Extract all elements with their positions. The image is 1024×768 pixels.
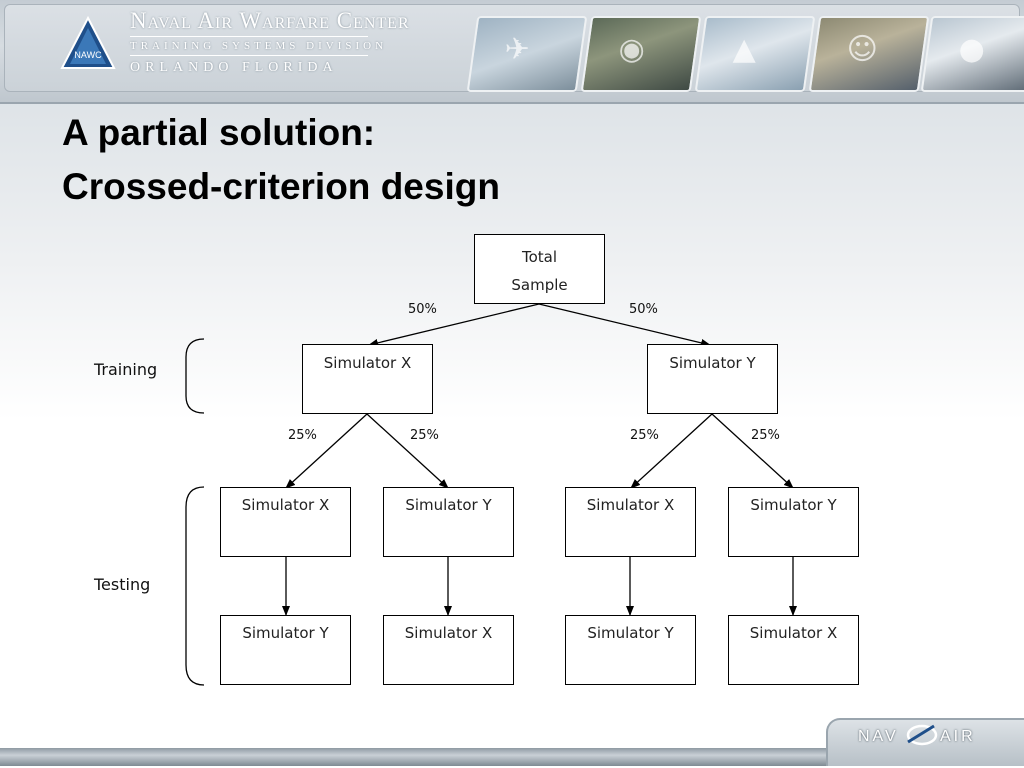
navair-logo: NAV AIR bbox=[858, 724, 998, 752]
node-retest-3-label: Simulator Y bbox=[587, 624, 674, 642]
edge-root-to-sim-x bbox=[368, 303, 540, 347]
org-divider-2 bbox=[130, 55, 368, 56]
org-location: ORLANDO FLORIDA bbox=[130, 60, 338, 75]
edge-sim-y-to-test-4 bbox=[711, 413, 794, 489]
node-testing-1-label: Simulator X bbox=[241, 496, 330, 514]
phase-label-testing: Testing bbox=[94, 575, 151, 594]
phase-label-training: Training bbox=[94, 360, 158, 379]
org-name: Naval Air Warfare Center bbox=[130, 8, 410, 33]
header-banner: NAWC Naval Air Warfare Center TRAINING S… bbox=[0, 0, 1024, 104]
slide-title-line-1: A partial solution: bbox=[62, 112, 376, 153]
node-retest-1-label: Simulator Y bbox=[242, 624, 329, 642]
org-title-block: Naval Air Warfare Center TRAINING SYSTEM… bbox=[130, 8, 410, 77]
node-retest-2-label: Simulator X bbox=[404, 624, 493, 642]
node-testing-3: Simulator X bbox=[565, 487, 696, 557]
navair-logo-left: NAV bbox=[858, 728, 899, 745]
org-division: TRAINING SYSTEMS DIVISION bbox=[130, 40, 388, 52]
edge-label-x-right: 25% bbox=[410, 428, 439, 443]
testing-bracket bbox=[185, 486, 205, 686]
node-retest-1: Simulator Y bbox=[220, 615, 351, 685]
edge-sim-x-to-test-2 bbox=[366, 413, 449, 489]
edge-label-root-right: 50% bbox=[629, 302, 658, 317]
edge-sim-y-to-test-3 bbox=[630, 413, 713, 489]
navair-swoosh-icon bbox=[906, 724, 938, 746]
node-retest-4: Simulator X bbox=[728, 615, 859, 685]
node-testing-3-label: Simulator X bbox=[586, 496, 675, 514]
node-testing-1: Simulator X bbox=[220, 487, 351, 557]
org-divider bbox=[130, 36, 368, 37]
node-total-sample-line-2: Sample bbox=[511, 276, 568, 294]
edge-root-to-sim-y bbox=[538, 303, 711, 347]
node-retest-4-label: Simulator X bbox=[749, 624, 838, 642]
training-bracket bbox=[185, 338, 205, 414]
node-testing-4: Simulator Y bbox=[728, 487, 859, 557]
edge-label-y-right: 25% bbox=[751, 428, 780, 443]
edge-sim-x-to-test-1 bbox=[285, 413, 368, 489]
nawc-logo-icon: NAWC bbox=[60, 15, 116, 69]
slide-title: A partial solution: Crossed-criterion de… bbox=[62, 106, 762, 214]
node-training-sim-y: Simulator Y bbox=[647, 344, 778, 414]
node-testing-4-label: Simulator Y bbox=[750, 496, 837, 514]
node-retest-2: Simulator X bbox=[383, 615, 514, 685]
edge-label-root-left: 50% bbox=[408, 302, 437, 317]
navair-logo-right: AIR bbox=[940, 728, 976, 745]
node-training-sim-y-label: Simulator Y bbox=[669, 354, 756, 372]
node-training-sim-x: Simulator X bbox=[302, 344, 433, 414]
footer-bar bbox=[0, 748, 1024, 766]
node-total-sample: Total Sample bbox=[474, 234, 605, 304]
node-total-sample-line-1: Total bbox=[521, 248, 558, 266]
edge-label-x-left: 25% bbox=[288, 428, 317, 443]
node-retest-3: Simulator Y bbox=[565, 615, 696, 685]
node-testing-2: Simulator Y bbox=[383, 487, 514, 557]
logo-text: NAWC bbox=[74, 50, 102, 60]
node-training-sim-x-label: Simulator X bbox=[323, 354, 412, 372]
slide-title-line-2: Crossed-criterion design bbox=[62, 166, 500, 207]
edge-label-y-left: 25% bbox=[630, 428, 659, 443]
node-testing-2-label: Simulator Y bbox=[405, 496, 492, 514]
